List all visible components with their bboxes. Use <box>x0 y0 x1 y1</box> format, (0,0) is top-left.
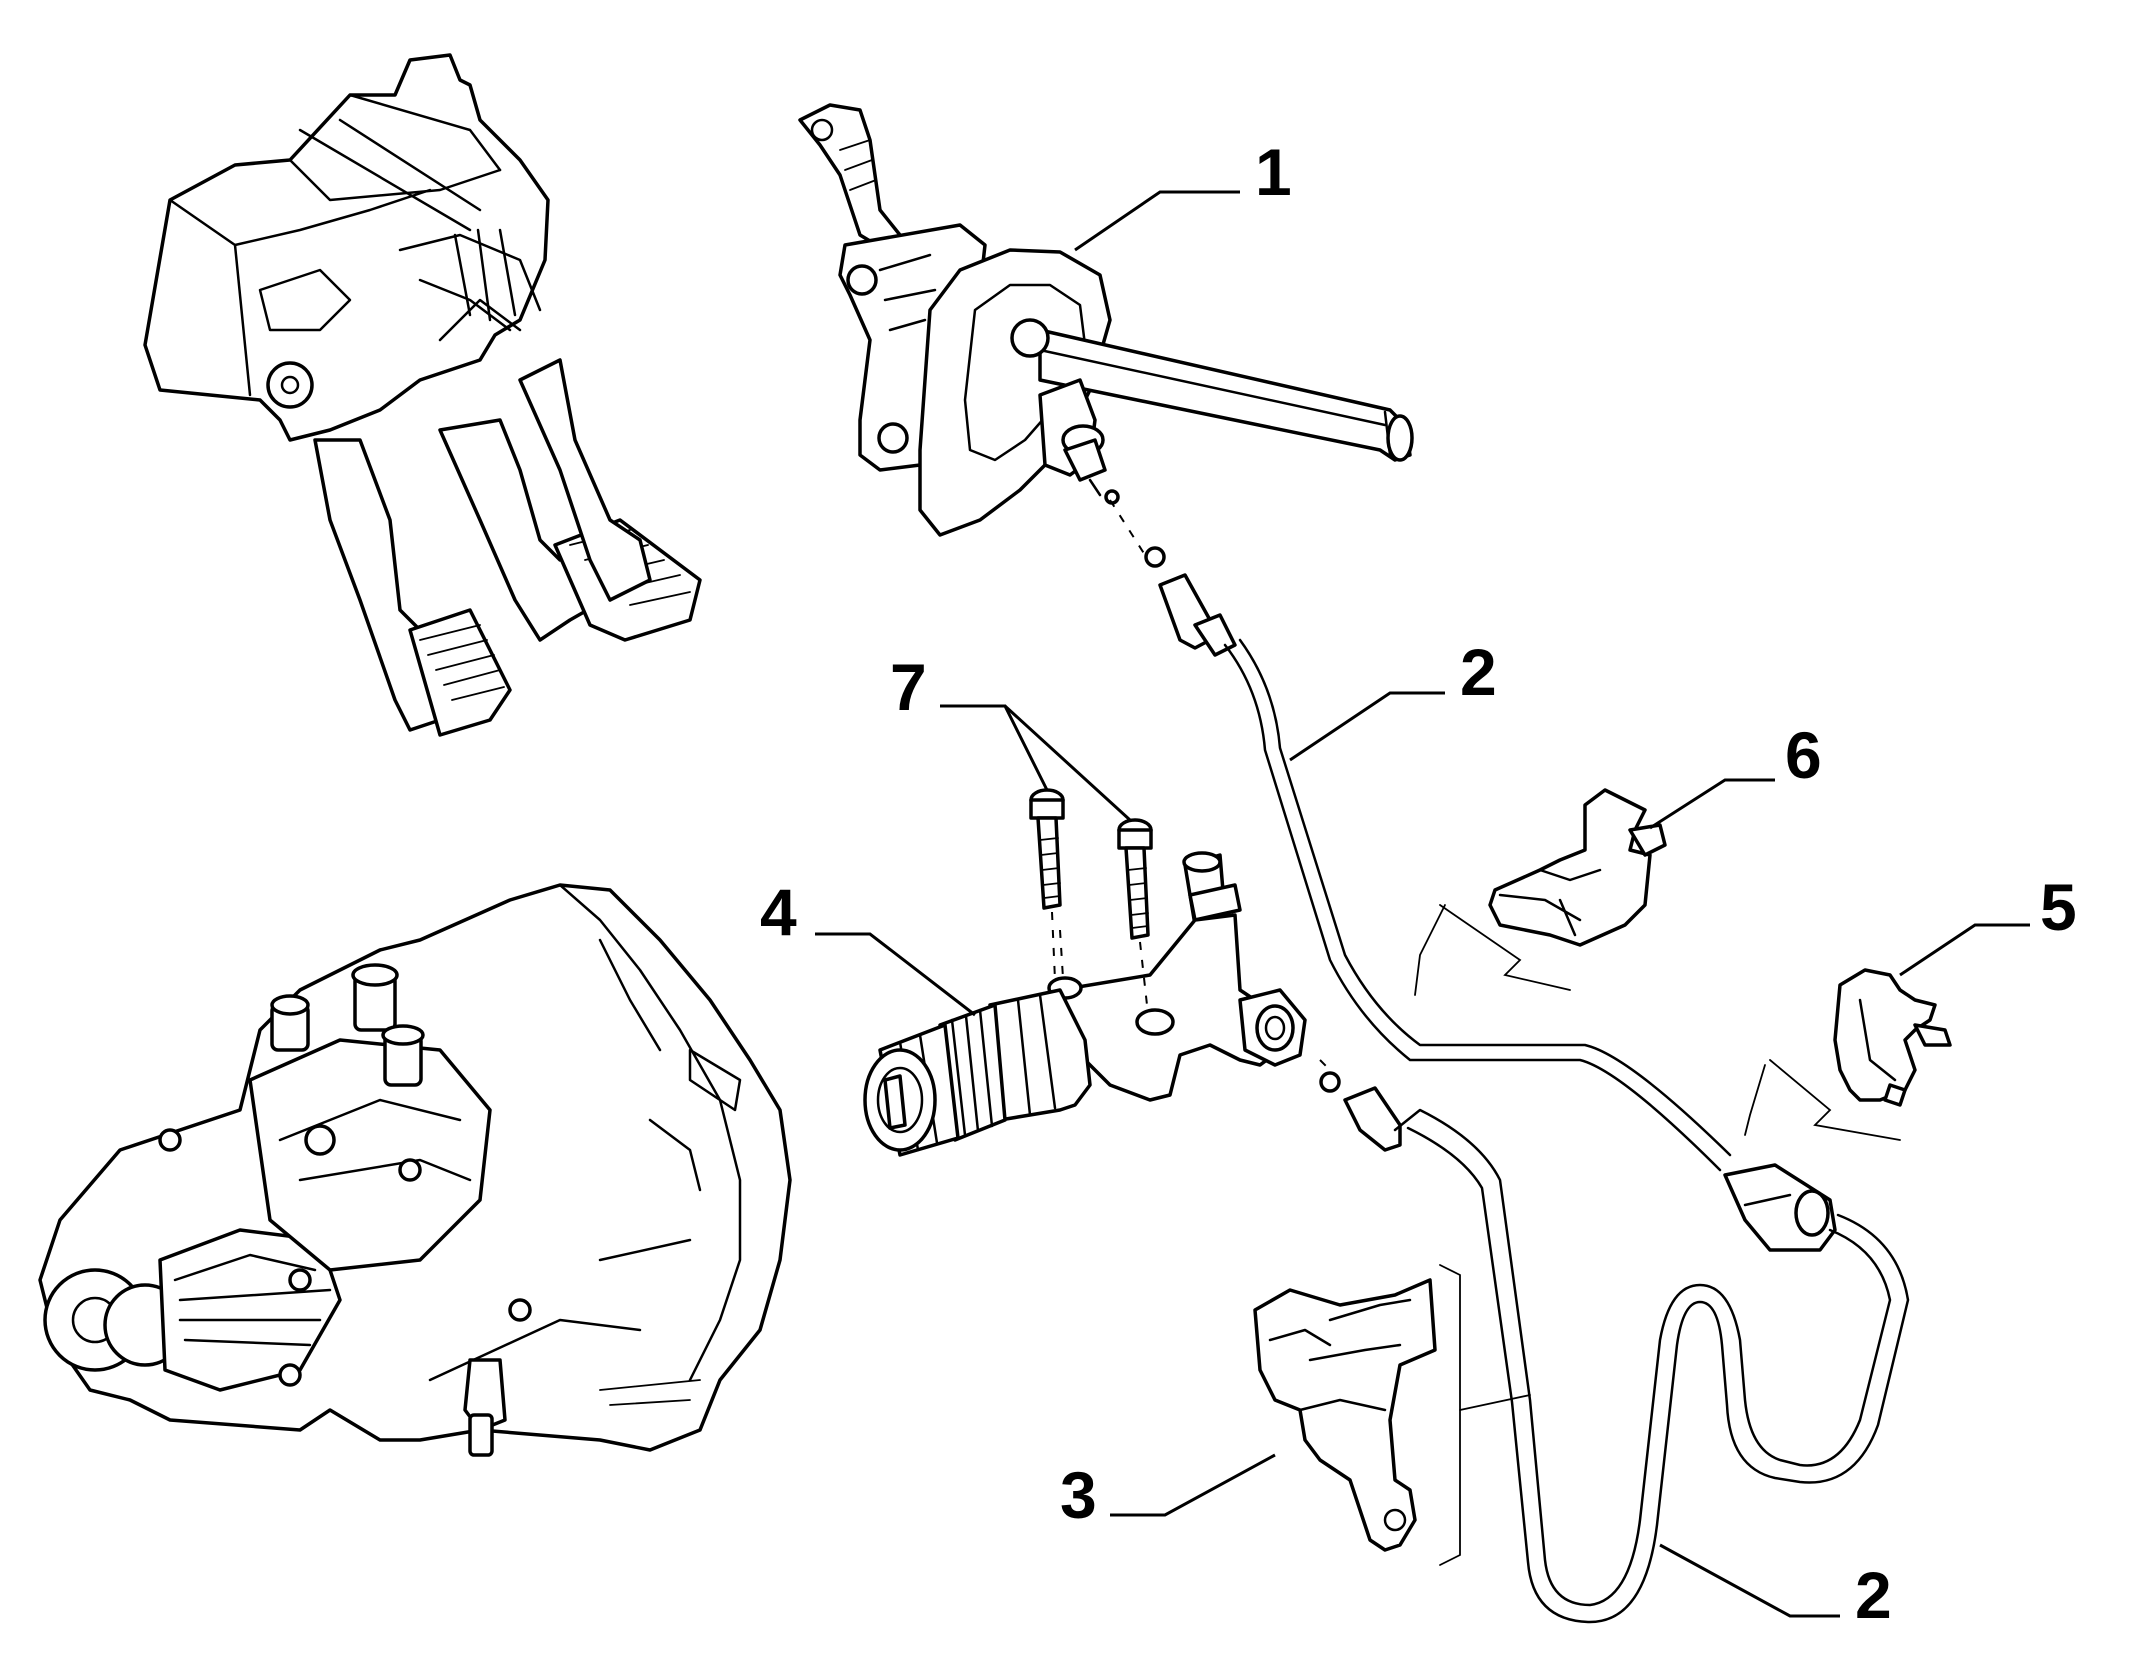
clutch-slave-cylinder <box>863 851 1307 1157</box>
callout-1: 1 <box>1255 135 1292 209</box>
gearbox-housing <box>38 883 792 1457</box>
callout-numbers: 1 2 2 3 4 5 6 7 <box>760 135 2077 1632</box>
callout-6: 6 <box>1785 718 1822 792</box>
pipe-clip <box>1488 788 1667 947</box>
pipe-bracket <box>1253 1278 1437 1552</box>
fixing-bolts <box>1029 788 1153 1006</box>
clutch-master-cylinder <box>798 103 1414 537</box>
callout-7: 7 <box>890 650 927 724</box>
leader-lines <box>815 190 2030 1618</box>
pedal-assembly <box>143 53 702 737</box>
callout-4: 4 <box>760 875 797 949</box>
callout-5: 5 <box>2040 870 2077 944</box>
callout-2-top: 2 <box>1460 635 1497 709</box>
clutch-hydraulic-pipe <box>1059 499 1910 1624</box>
pipe-clip <box>1833 968 1952 1107</box>
callout-2-bottom: 2 <box>1855 1558 1892 1632</box>
callout-3: 3 <box>1060 1458 1097 1532</box>
